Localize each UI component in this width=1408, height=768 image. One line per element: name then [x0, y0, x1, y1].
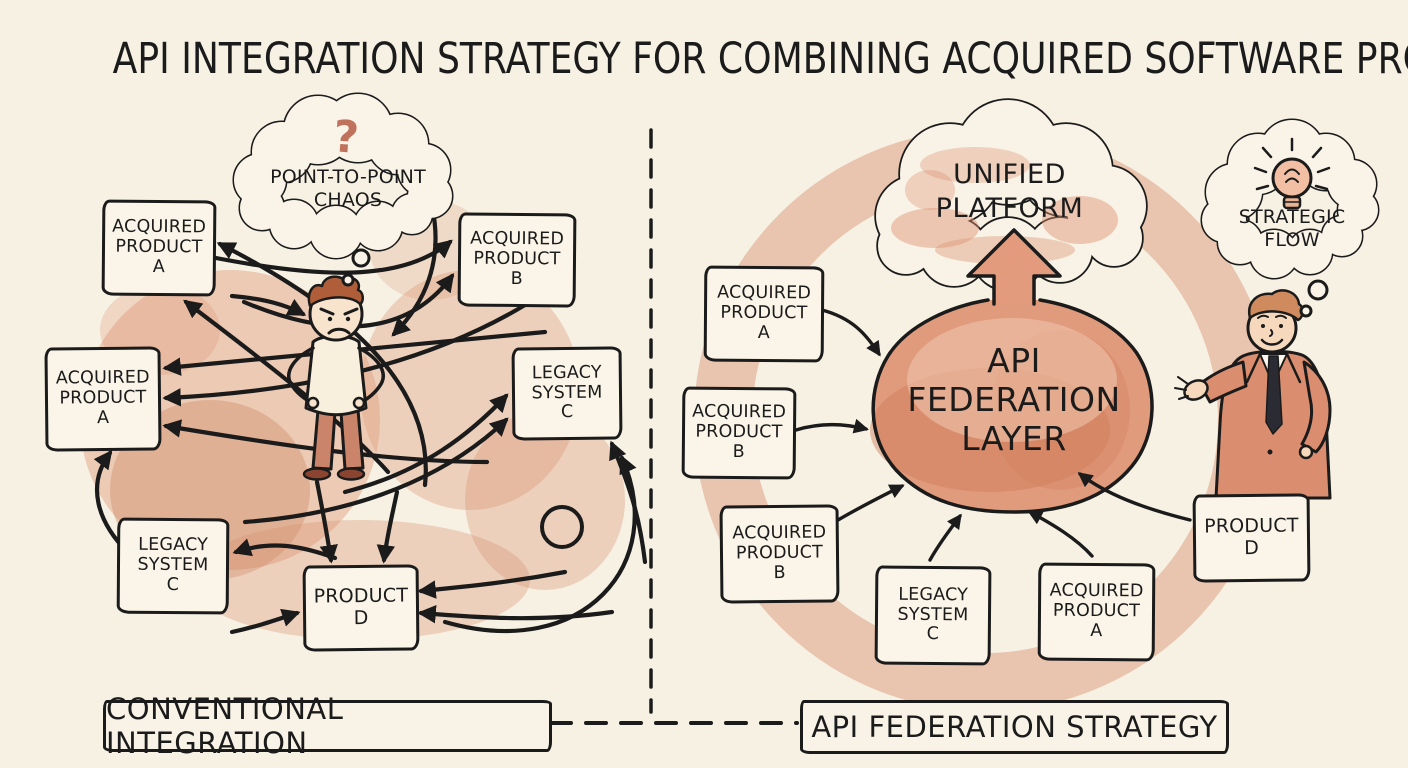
unified-platform-label: UNIFIED PLATFORM [935, 159, 1084, 224]
caption-conventional-integration: CONVENTIONAL INTEGRATION [103, 692, 552, 760]
node-acquired-product-a-federated: ACQUIRED PRODUCT A [703, 265, 825, 363]
node-label: ACQUIRED PRODUCT B [470, 228, 565, 290]
node-label: LEGACY SYSTEM C [531, 362, 603, 423]
strategy-arrows [794, 308, 1192, 562]
tangle-loop [540, 505, 584, 549]
thought-bubble [232, 92, 454, 287]
node-product-d-federated: PRODUCT D [1192, 493, 1311, 583]
caption-label: CONVENTIONAL INTEGRATION [106, 692, 344, 760]
caption-api-federation-strategy: API FEDERATION STRATEGY [800, 700, 1229, 754]
node-label: ACQUIRED PRODUCT A [55, 367, 150, 429]
lightbulb-icon [1253, 137, 1331, 210]
api-federation-layer-label: API FEDERATION LAYER [907, 341, 1121, 458]
node-acquired-product-b2-federated: ACQUIRED PRODUCT B [719, 504, 840, 604]
node-label: LEGACY SYSTEM C [137, 534, 209, 596]
node-label: PRODUCT D [1204, 514, 1299, 560]
thought-bubble-text: POINT-TO-POINT CHAOS [270, 166, 426, 211]
question-mark-icon: ? [331, 111, 361, 164]
idea-bubble-text: STRATEGIC FLOW [1238, 206, 1346, 251]
node-acquired-product-a-mid: ACQUIRED PRODUCT A [44, 346, 162, 452]
idea-bubble [1200, 118, 1380, 318]
caption-label: API FEDERATION STRATEGY [811, 710, 1218, 744]
node-label: ACQUIRED PRODUCT B [692, 401, 787, 463]
node-acquired-product-a2-federated: ACQUIRED PRODUCT A [1037, 562, 1156, 662]
node-label: PRODUCT D [313, 584, 409, 630]
node-label: ACQUIRED PRODUCT B [732, 522, 827, 584]
node-label: ACQUIRED PRODUCT A [112, 216, 207, 278]
node-product-d-left: PRODUCT D [302, 564, 420, 652]
upward-arrow [966, 228, 1062, 306]
node-acquired-product-b-left-panel: ACQUIRED PRODUCT B [457, 212, 577, 308]
node-acquired-product-a-top: ACQUIRED PRODUCT A [101, 199, 217, 297]
node-legacy-system-c-right: LEGACY SYSTEM C [511, 346, 623, 441]
node-legacy-system-c-federated: LEGACY SYSTEM C [874, 565, 992, 666]
node-label: ACQUIRED PRODUCT A [717, 282, 812, 344]
node-legacy-system-c-left: LEGACY SYSTEM C [116, 517, 230, 615]
strategist-person-figure [1174, 289, 1332, 500]
panel-divider [549, 128, 799, 725]
page-title: API INTEGRATION STRATEGY FOR COMBINING A… [112, 34, 1408, 84]
node-label: ACQUIRED PRODUCT A [1049, 580, 1144, 642]
api-federation-hub [870, 228, 1154, 514]
node-acquired-product-b-federated: ACQUIRED PRODUCT B [681, 386, 797, 480]
node-label: LEGACY SYSTEM C [897, 584, 969, 645]
